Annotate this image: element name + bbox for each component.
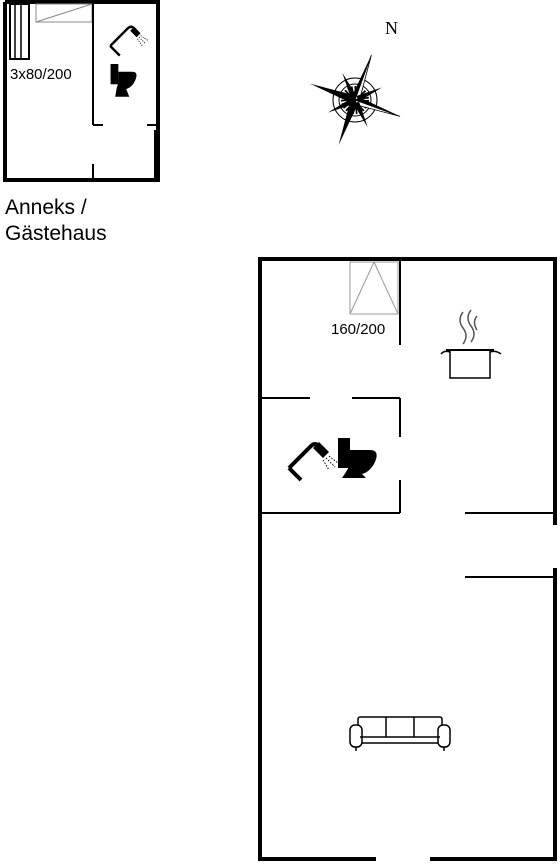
annex-bed-label: 3x80/200 (10, 66, 72, 83)
sofa-icon (349, 716, 451, 751)
main-outer-wall-top (258, 257, 557, 860)
annex-caption-line-2: Gästehaus (5, 222, 107, 245)
annex-floorplan (3, 0, 160, 182)
shower-icon (287, 442, 339, 482)
main-interior-walls (260, 259, 555, 578)
annex-outer-wall (3, 0, 160, 182)
annex-caption: Anneks / Gästehaus (5, 195, 107, 247)
north-label: N (385, 18, 398, 38)
main-bed-label: 160/200 (331, 321, 385, 338)
annex-bunk-bed (9, 3, 30, 60)
compass-rose-icon (309, 54, 401, 146)
toilet-icon (338, 438, 377, 478)
main-house-floorplan (258, 257, 557, 861)
annex-caption-line-1: Anneks / (5, 196, 87, 219)
main-bed-outline (349, 261, 399, 315)
cooking-pot-icon (440, 309, 502, 379)
toilet-icon (110, 64, 137, 97)
shower-icon (109, 25, 149, 57)
